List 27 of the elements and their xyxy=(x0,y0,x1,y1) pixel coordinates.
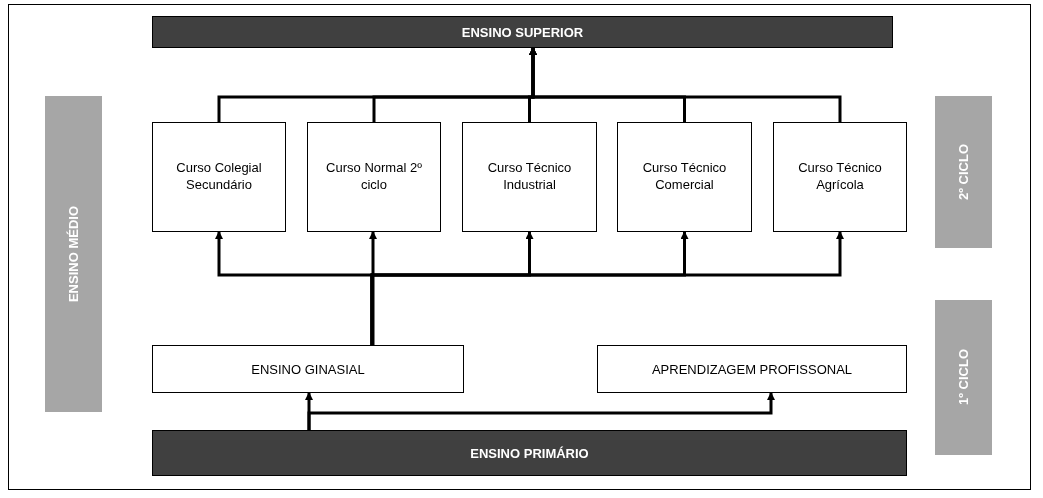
level-box xyxy=(462,122,597,232)
level-box xyxy=(773,122,907,232)
level-box xyxy=(597,345,907,393)
level-box xyxy=(152,122,286,232)
level-box xyxy=(152,345,464,393)
box-label: 1º CICLO xyxy=(956,349,971,406)
box-label: Curso Técnico Agrícola xyxy=(797,160,883,194)
box-label: Curso Técnico Comercial xyxy=(641,160,728,194)
box-label: ENSINO GINASIAL xyxy=(251,361,365,377)
arrow xyxy=(307,392,775,430)
box-label: ENSINO MÉDIO xyxy=(66,205,81,303)
box-label: APRENDIZAGEM PROFISSONAL xyxy=(651,361,853,377)
level-box xyxy=(307,122,441,232)
box-label: ENSINO SUPERIOR xyxy=(461,24,584,40)
stage-band xyxy=(935,300,992,455)
arrow xyxy=(369,231,377,345)
box-label: 2º CICLO xyxy=(956,144,971,200)
box-label: Curso Colegial Secundário xyxy=(175,160,263,194)
box-label: Curso Técnico Industrial xyxy=(486,160,573,194)
box-label: ENSINO PRIMÁRIO xyxy=(470,445,589,461)
box-label: Curso Normal 2º ciclo xyxy=(325,160,423,194)
stage-band xyxy=(935,96,992,248)
level-box xyxy=(617,122,752,232)
stage-band xyxy=(45,96,102,412)
arrow xyxy=(370,231,844,345)
level-bar xyxy=(152,16,893,48)
level-bar xyxy=(152,430,907,476)
